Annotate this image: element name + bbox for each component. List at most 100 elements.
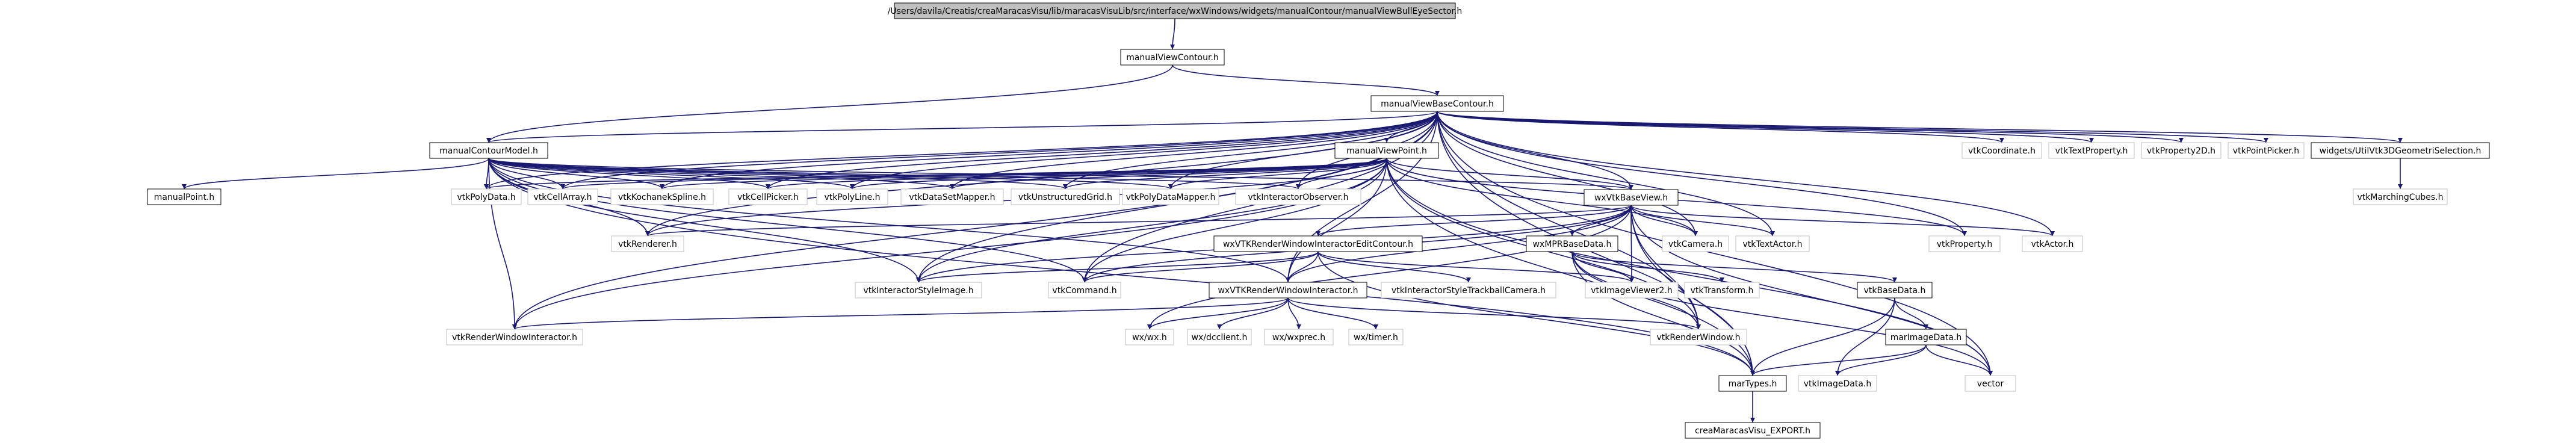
edge-manualViewPoint-to-vtkPolyDataMapper xyxy=(1168,158,1387,190)
node-label: manualPoint.h xyxy=(154,193,215,202)
edge-wxVtkBaseView-to-vtkCamera xyxy=(1630,205,1698,237)
node-wxVTKRWIEditContour[interactable]: wxVTKRenderWindowInteractorEditContour.h xyxy=(1213,235,1423,252)
node-label: vtkTextActor.h xyxy=(1742,240,1802,249)
node-vtkImageData: vtkImageData.h xyxy=(1798,375,1877,392)
edge-wxMPRBaseData-to-marTypes xyxy=(1571,251,1755,376)
node-box xyxy=(429,142,548,159)
node-root[interactable]: /Users/davila/Creatis/creaMaracasVisu/li… xyxy=(888,2,1463,19)
node-wxdcclient: wx/dcclient.h xyxy=(1187,329,1252,345)
edge-wxVTKRWIEditContour-to-vtkCommand xyxy=(1082,251,1319,283)
node-label: vtkPointPicker.h xyxy=(2233,146,2299,156)
node-vtkRenderWindow: vtkRenderWindow.h xyxy=(1650,329,1747,345)
edge-manualViewBaseContour-to-vtkPointPicker xyxy=(1437,111,2268,143)
edge-wxVTKRWI-to-vtkRenderWindowInteractor xyxy=(512,297,1289,330)
edge-wxMPRBaseData-to-vtkTransform xyxy=(1571,251,1724,283)
node-box xyxy=(1585,282,1679,299)
edge-wxVTKRWIEditContour-to-vtkInteractorStyleImage xyxy=(916,251,1319,283)
node-label: manualViewBaseContour.h xyxy=(1381,99,1494,109)
node-vtkCellPicker: vtkCellPicker.h xyxy=(728,188,808,205)
node-vtkRenderWindowInteractor: vtkRenderWindowInteractor.h xyxy=(446,329,583,345)
edge-manualViewBaseContour-to-vtkProperty xyxy=(1437,111,1967,237)
edge-vtkBaseData-to-marTypes xyxy=(1750,297,1895,376)
edge-wxVtkBaseView-to-vtkTextActor xyxy=(1630,205,1775,237)
node-box xyxy=(147,188,221,205)
node-label: wx/wxprec.h xyxy=(1272,333,1325,342)
node-box xyxy=(2048,142,2135,159)
node-box xyxy=(1334,142,1439,159)
edge-manualViewBaseContour-to-vtkTextActor xyxy=(1437,111,1775,237)
node-vtkCoordinate: vtkCoordinate.h xyxy=(1961,142,2042,159)
node-label: vtkRenderWindow.h xyxy=(1657,333,1741,342)
node-manualViewBaseContour[interactable]: manualViewBaseContour.h xyxy=(1370,95,1504,112)
node-manualViewPoint[interactable]: manualViewPoint.h xyxy=(1334,142,1439,159)
node-label: wx/timer.h xyxy=(1354,333,1398,342)
node-wxtimer: wx/timer.h xyxy=(1348,329,1404,345)
edge-wxMPRBaseData-to-vtkBaseData xyxy=(1571,251,1897,283)
node-wxwx: wx/wx.h xyxy=(1125,329,1174,345)
node-wxMPRBaseData[interactable]: wxMPRBaseData.h xyxy=(1526,235,1618,252)
node-box xyxy=(2141,142,2221,159)
node-vtkTextProperty: vtkTextProperty.h xyxy=(2048,142,2135,159)
node-label: vtkCamera.h xyxy=(1668,240,1723,249)
node-marTypes[interactable]: marTypes.h xyxy=(1718,375,1787,392)
edge-wxVtkBaseView-to-wxVTKRWIEditContour xyxy=(1316,205,1632,237)
node-manualContourModel[interactable]: manualContourModel.h xyxy=(429,142,548,159)
edge-manualViewBaseContour-to-manualContourModel xyxy=(486,111,1438,143)
node-creaMaracasVisuExport[interactable]: creaMaracasVisu_EXPORT.h xyxy=(1685,422,1821,439)
edge-wxVTKRWI-to-wxtimer xyxy=(1287,297,1378,330)
node-box xyxy=(1011,188,1120,205)
node-marImageData[interactable]: marImageData.h xyxy=(1885,329,1967,345)
node-label: vtkInteractorObserver.h xyxy=(1248,193,1348,202)
edge-manualViewContour-to-manualContourModel xyxy=(486,64,1173,143)
node-label: vtkBaseData.h xyxy=(1864,286,1926,296)
node-label: vtkInteractorStyleImage.h xyxy=(863,286,973,296)
node-vtkInteractorStyleTrackballCamera: vtkInteractorStyleTrackballCamera.h xyxy=(1381,282,1556,299)
edge-manualViewPoint-to-vtkCommand xyxy=(1082,158,1387,283)
node-box xyxy=(816,188,888,205)
node-vtkInteractorStyleImage: vtkInteractorStyleImage.h xyxy=(855,282,982,299)
edge-wxVtkBaseView-to-wxVTKRWI xyxy=(1286,205,1632,283)
edge-vtkBaseData-to-vtkImageData xyxy=(1835,297,1895,376)
node-label: wxMPRBaseData.h xyxy=(1533,240,1612,249)
node-label: creaMaracasVisu_EXPORT.h xyxy=(1695,426,1810,436)
node-label: vtkProperty2D.h xyxy=(2147,146,2215,156)
node-vtkBaseData[interactable]: vtkBaseData.h xyxy=(1857,282,1933,299)
edge-manualContourModel-to-vtkCellPicker xyxy=(488,158,770,190)
node-vtkCommand: vtkCommand.h xyxy=(1048,282,1121,299)
node-widgetsUtil[interactable]: widgets/UtilVtk3DGeometriSelection.h xyxy=(2311,142,2490,159)
edge-manualContourModel-to-vtkDataSetMapper xyxy=(488,158,955,190)
node-box xyxy=(1526,235,1618,252)
node-label: vtkActor.h xyxy=(2031,240,2074,249)
node-vtkRenderer: vtkRenderer.h xyxy=(611,235,684,252)
node-vtkUnstructuredGrid: vtkUnstructuredGrid.h xyxy=(1011,188,1120,205)
node-box xyxy=(1122,188,1219,205)
node-vector: vector xyxy=(1965,375,2016,392)
edge-marImageData-to-marTypes xyxy=(1750,344,1927,376)
node-vtkProperty: vtkProperty.h xyxy=(1928,235,2001,252)
edge-layer xyxy=(182,18,2403,423)
node-wxVTKRWI[interactable]: wxVTKRenderWindowInteractor.h xyxy=(1209,282,1367,299)
node-manualViewContour[interactable]: manualViewContour.h xyxy=(1120,49,1225,66)
edge-wxVtkBaseView-to-vtkRenderer xyxy=(645,205,1632,237)
edge-manualViewBaseContour-to-vtkRenderWindow xyxy=(1437,111,1701,330)
node-wxVtkBaseView[interactable]: wxVtkBaseView.h xyxy=(1584,189,1679,206)
node-label: widgets/UtilVtk3DGeometriSelection.h xyxy=(2320,146,2482,156)
node-vtkImageViewer2: vtkImageViewer2.h xyxy=(1585,282,1679,299)
node-box xyxy=(1209,282,1367,299)
node-label: manualViewPoint.h xyxy=(1346,146,1427,156)
node-box xyxy=(1684,282,1760,299)
edge-vtkBaseData-to-marImageData xyxy=(1894,297,1928,330)
node-manualPoint[interactable]: manualPoint.h xyxy=(147,188,221,205)
node-label: vtkTextProperty.h xyxy=(2055,146,2128,156)
node-box xyxy=(728,188,808,205)
edge-manualViewPoint-to-vtkInteractorStyleImage xyxy=(916,158,1387,283)
node-box xyxy=(1213,235,1423,252)
edge-manualContourModel-to-manualPoint xyxy=(182,158,489,190)
node-box xyxy=(2228,142,2305,159)
edge-marImageData-to-vector xyxy=(1925,344,1993,376)
node-label: wxVtkBaseView.h xyxy=(1594,193,1668,203)
node-box xyxy=(451,188,522,205)
node-label: manualContourModel.h xyxy=(439,146,538,156)
node-box xyxy=(1348,329,1404,345)
node-vtkPolyDataMapper: vtkPolyDataMapper.h xyxy=(1122,188,1219,205)
